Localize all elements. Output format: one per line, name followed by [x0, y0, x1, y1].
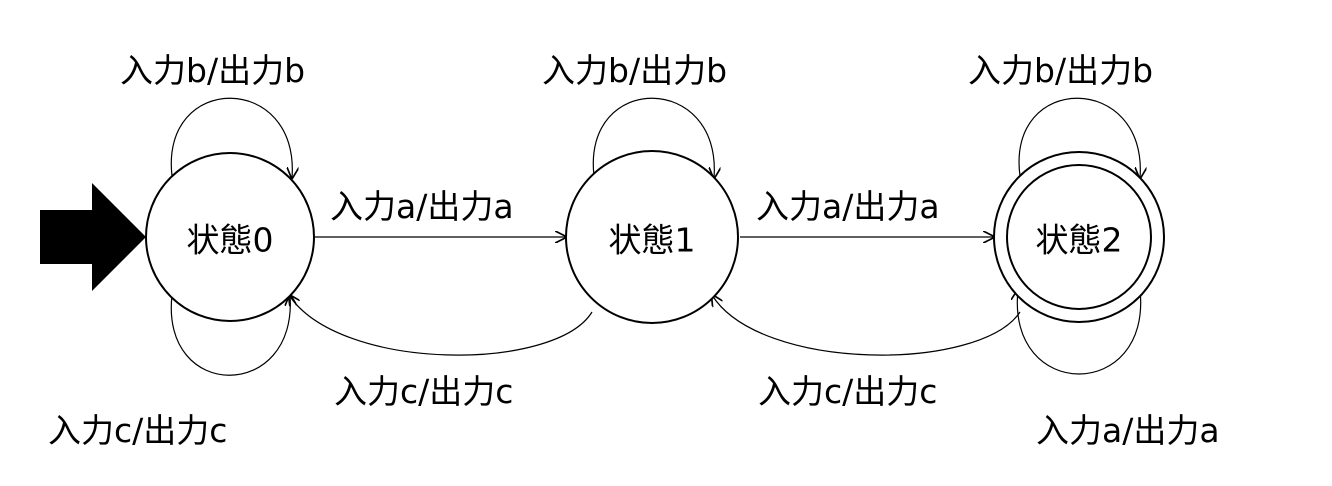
s0-self-loop-c — [170, 295, 290, 376]
s0-self-loop-b — [170, 97, 292, 178]
edge-s1-to-s0-c — [289, 295, 593, 356]
label-s1-loop-b: 入力b/出力b — [542, 51, 727, 90]
edge-s2-to-s1-c — [712, 295, 1021, 356]
label-s2-loop-a: 入力a/出力a — [1036, 411, 1220, 450]
label-s2-loop-b: 入力b/出力b — [968, 51, 1153, 90]
initial-state-arrow — [40, 183, 146, 291]
state-2-label: 状態2 — [1036, 221, 1123, 260]
label-s0-loop-c: 入力c/出力c — [48, 411, 227, 450]
label-s0-loop-b: 入力b/出力b — [120, 51, 305, 90]
s1-self-loop-b — [592, 97, 714, 178]
s2-self-loop-a — [1017, 290, 1142, 375]
state-2: 状態2 — [993, 151, 1165, 323]
s2-self-loop-b — [1018, 97, 1140, 178]
state-0: 状態0 — [145, 152, 315, 322]
state-1-label: 状態1 — [609, 221, 696, 260]
label-s1-to-s0-c: 入力c/出力c — [334, 372, 513, 411]
label-s2-to-s1-c: 入力c/出力c — [758, 372, 937, 411]
label-s1-to-s2-a: 入力a/出力a — [756, 187, 940, 226]
state-0-label: 状態0 — [187, 221, 274, 260]
state-1: 状態1 — [565, 150, 739, 324]
label-s0-to-s1-a: 入力a/出力a — [330, 187, 514, 226]
